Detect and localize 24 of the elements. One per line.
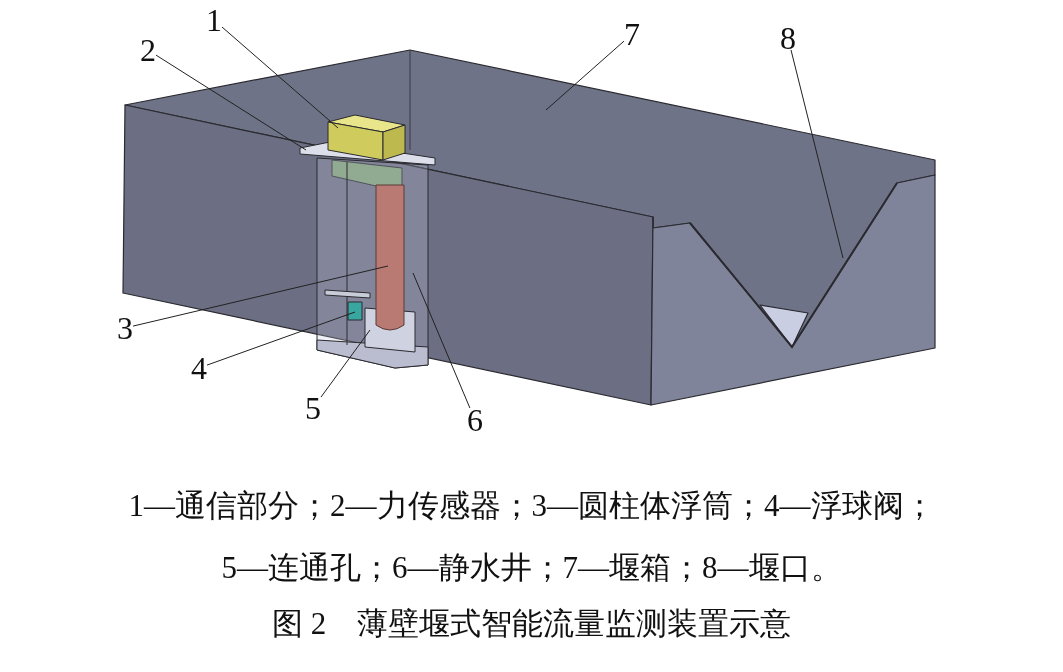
leader-line [412, 272, 471, 409]
leader-line [221, 26, 339, 129]
callout-number: 8 [780, 22, 796, 54]
leader-line [155, 54, 307, 151]
leader-line [132, 265, 389, 327]
callout-number: 1 [206, 4, 222, 36]
legend-text: 5—连通孔；6—静水井；7—堰箱；8—堰口。 [220, 550, 843, 586]
callout-number: 6 [467, 404, 483, 436]
float-valve [324, 289, 371, 321]
callout-number: 4 [191, 352, 207, 384]
figure-caption: 图 2 薄壁堰式智能流量监测装置示意 [270, 606, 793, 642]
weir-notch [689, 182, 898, 349]
leader-line [320, 329, 371, 398]
leader-line [545, 40, 625, 111]
cylindrical-float [375, 184, 405, 331]
callout-number: 5 [305, 392, 321, 424]
callout-number: 2 [140, 34, 156, 66]
stilling-well [316, 157, 429, 369]
legend-text: 1—通信部分；2—力传感器；3—圆柱体浮筒；4—浮球阀； [127, 488, 936, 524]
callout-number: 7 [624, 18, 640, 50]
callout-number: 3 [117, 312, 133, 344]
leader-line [790, 49, 844, 259]
leader-line [206, 311, 356, 366]
communication-module [327, 114, 406, 161]
